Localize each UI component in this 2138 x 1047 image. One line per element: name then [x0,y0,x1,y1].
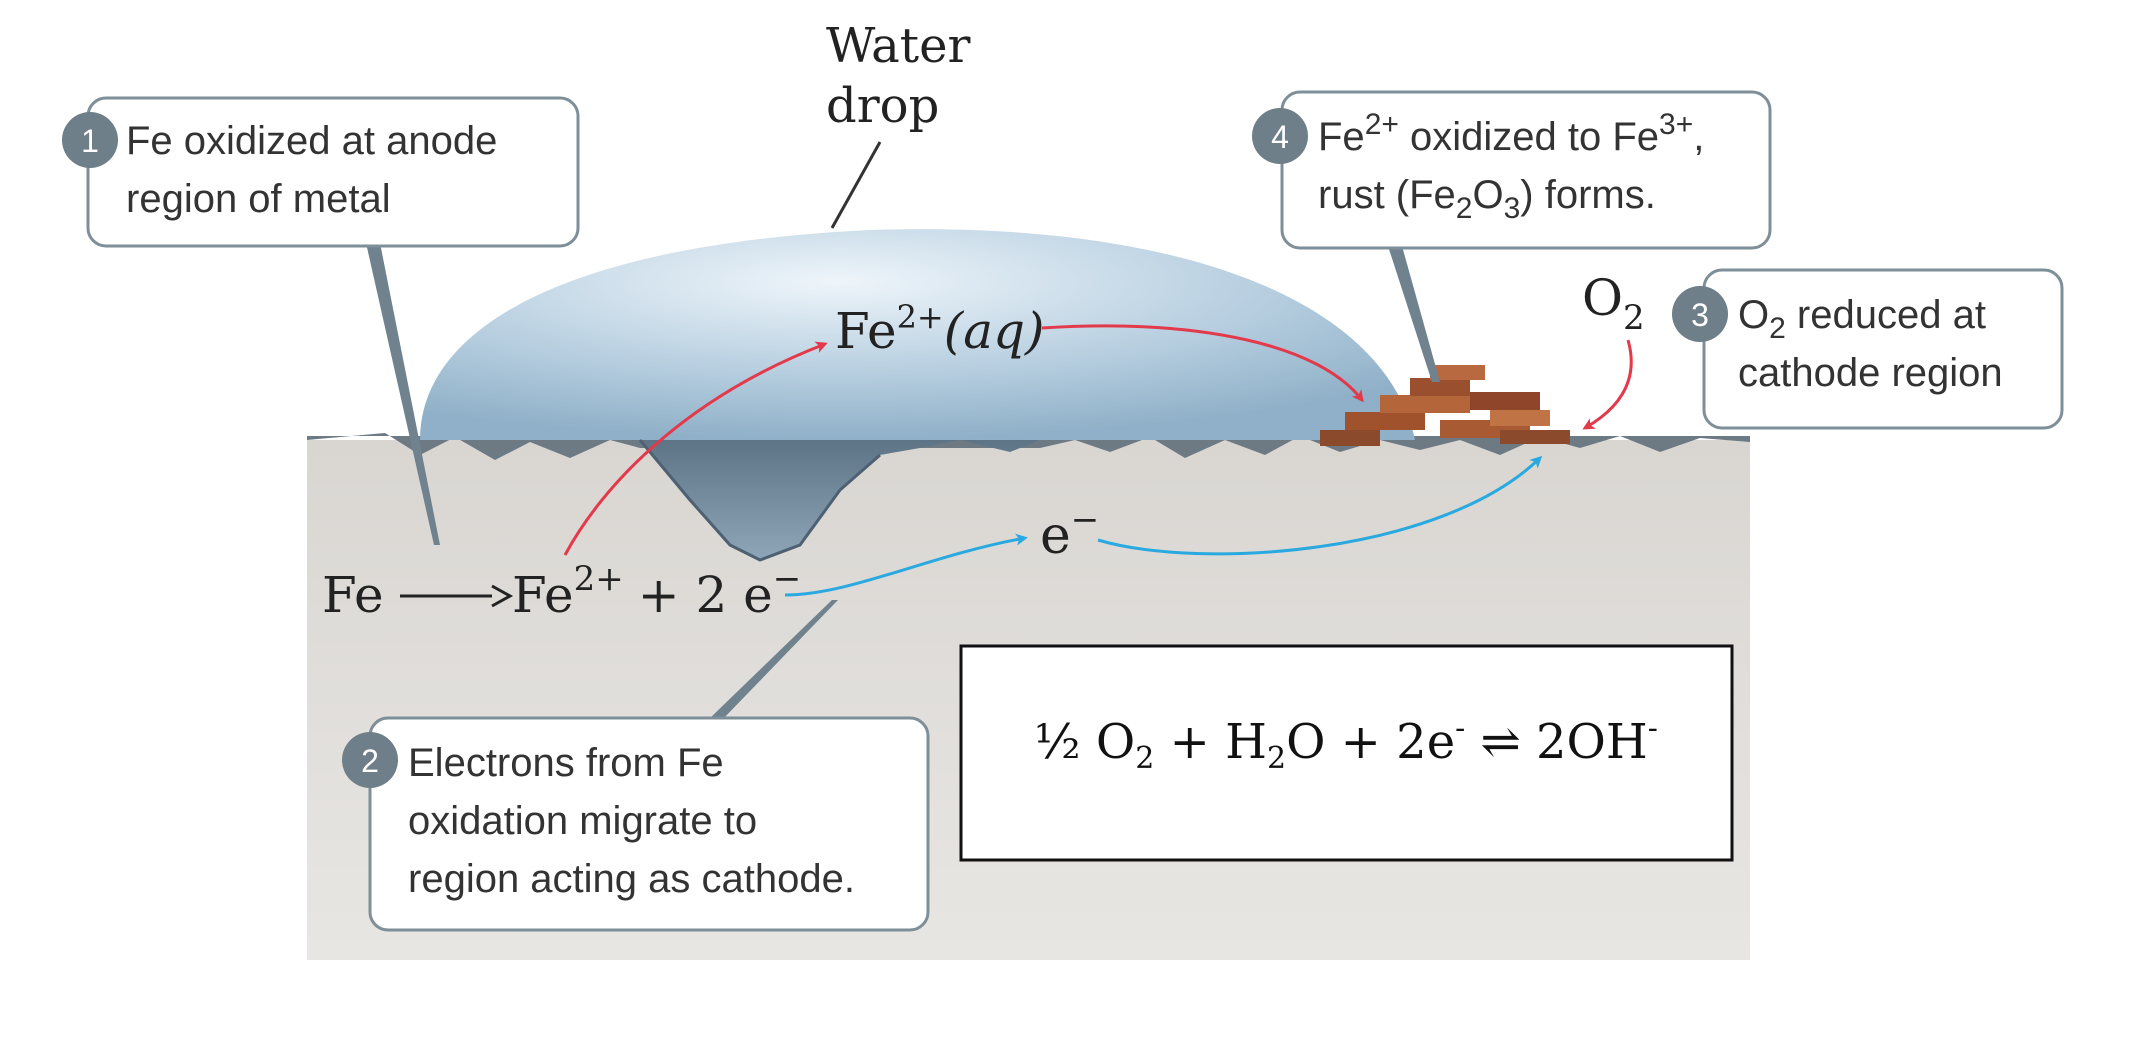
callout-2-line2: oxidation migrate to [408,799,757,843]
callout-3-line2: cathode region [1738,351,2003,395]
callout-1-number: 1 [81,123,99,159]
callout-2: 2 Electrons from Fe oxidation migrate to… [342,716,930,932]
oxygen-arrow [1582,339,1633,430]
callout-1-badge [62,112,118,168]
callout-2-number: 2 [361,743,379,779]
callout-3-number: 3 [1691,297,1709,333]
rust-deposit [1320,365,1570,446]
callout-4-line1: Fe2+ oxidized to Fe3+, [1318,108,1704,159]
water-drop-label-line1: Water [826,18,970,74]
callout-4-line2: rust (Fe2O3) forms. [1318,173,1656,225]
electron-arrow-2 [1097,455,1543,556]
ferrous-ion-label: Fe2+(aq) [835,298,1045,360]
cathode-equation: ½ O2 + H2O + 2e- ⇌ 2OH- [1034,711,1658,776]
callout-4: 4 Fe2+ oxidized to Fe3+, rust (Fe2O3) fo… [1252,90,1772,250]
cathode-equation-box: ½ O2 + H2O + 2e- ⇌ 2OH- [959,644,1734,862]
callout-leader-lines [366,141,1440,720]
anode-reactant: Fe [322,566,384,624]
callout-4-badge [1252,108,1308,164]
callout-2-badge [342,732,398,788]
callout-1-line2: region of metal [126,177,391,221]
callout-1-line1: Fe oxidized at anode [126,119,497,163]
water-drop [420,229,1415,562]
ion-migration-arrow-2 [1041,324,1364,403]
anode-reaction: Fe Fe2++ 2 e− [322,559,801,624]
electron-arrow-1 [784,533,1028,597]
callout-3: 3 O2 reduced at cathode region [1672,268,2064,430]
oxygen-label: O2 [1582,269,1645,338]
ion-migration-arrow-1 [563,341,828,556]
reaction-arrowhead [491,584,514,608]
callout-1: 1 Fe oxidized at anode region of metal [62,96,580,248]
water-drop-label: Water drop [826,18,970,134]
electron-label: e− [1040,500,1099,566]
callout-2-line1: Electrons from Fe [408,741,724,785]
water-drop-label-line2: drop [826,78,939,134]
callout-3-line1: O2 reduced at [1738,293,1986,345]
callout-4-number: 4 [1271,119,1289,155]
callout-3-badge [1672,286,1728,342]
anode-products: Fe2++ 2 e− [512,559,801,624]
callout-2-line3: region acting as cathode. [408,857,855,901]
